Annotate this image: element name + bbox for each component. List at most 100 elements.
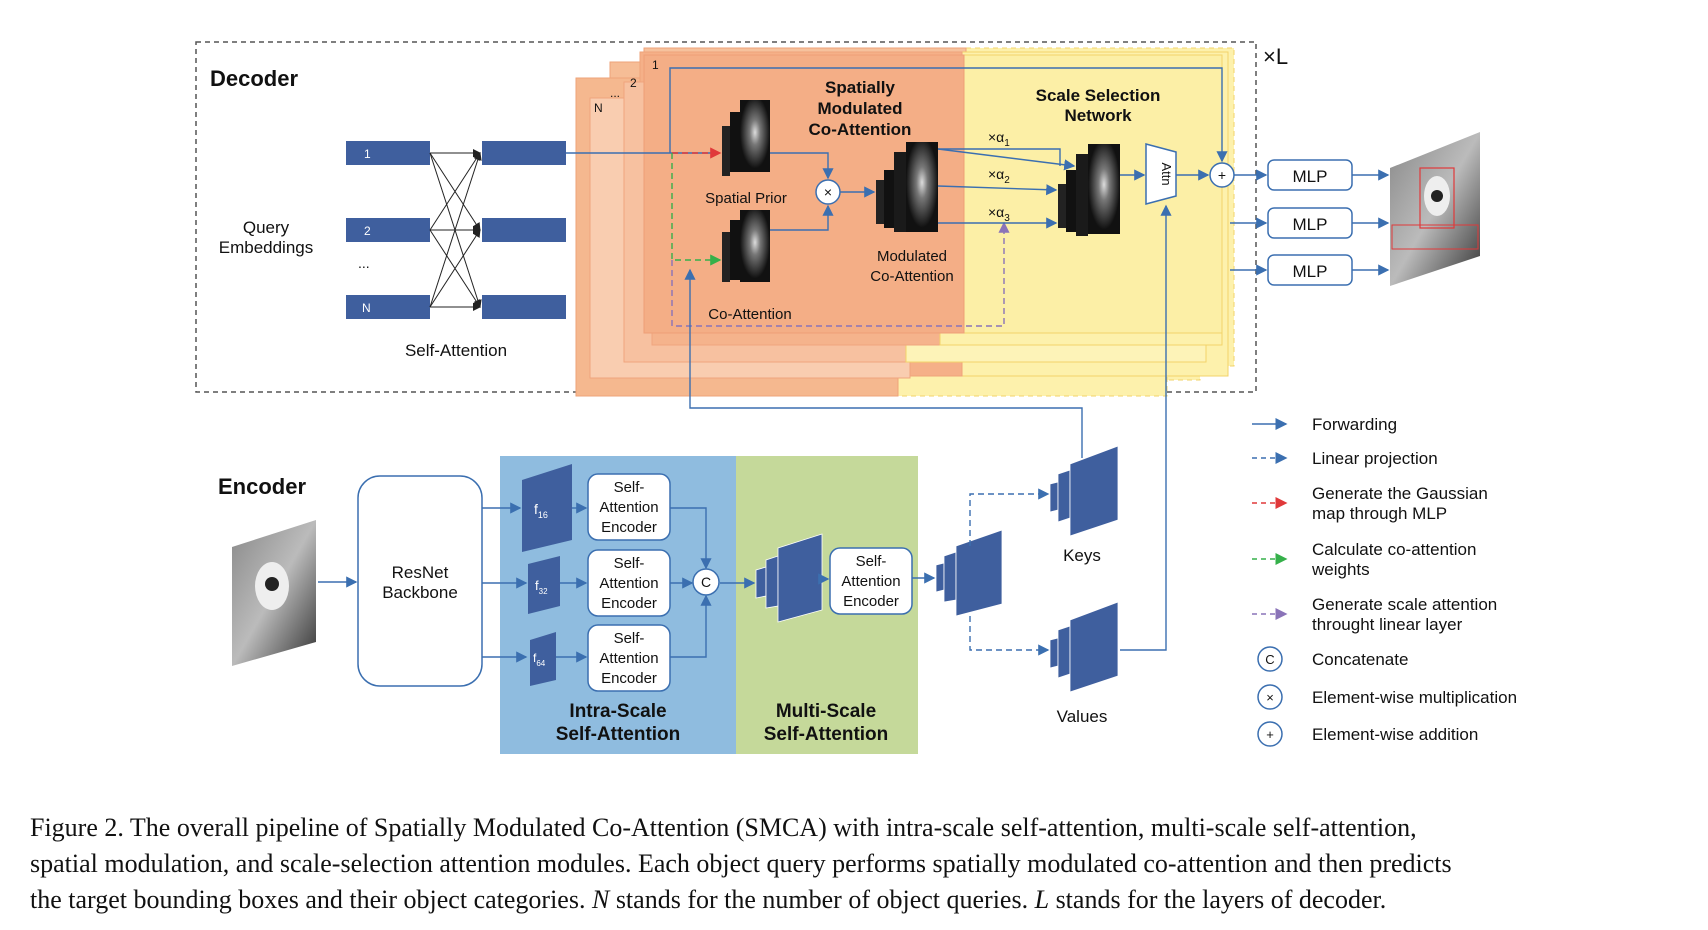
feature-f64 (530, 632, 556, 686)
smca-title-1: Spatially (825, 78, 895, 97)
resnet-label-2: Backbone (382, 583, 458, 602)
multiply-symbol: × (824, 184, 832, 200)
svg-text:Encoder: Encoder (601, 670, 657, 687)
modulated-maps (876, 142, 938, 232)
svg-text:Self-: Self- (856, 553, 887, 570)
alpha-1: ×α1 (988, 129, 1010, 149)
decoder-title: Decoder (210, 66, 298, 91)
smca-title-2: Modulated (818, 99, 903, 118)
mlp-1-label: MLP (1293, 167, 1328, 186)
attn-label: Attn (1159, 162, 1174, 185)
svg-text:Encoder: Encoder (843, 593, 899, 610)
alpha-3: ×α3 (988, 204, 1010, 224)
feature-f16-label: f16 (534, 501, 548, 520)
feature-f32-label: f32 (535, 578, 548, 596)
sa-encoder-3: Self- Attention Encoder (587, 624, 671, 692)
resnet-backbone (357, 475, 483, 687)
svg-text:×: × (1266, 690, 1274, 705)
svg-text:Encoder: Encoder (601, 519, 657, 536)
values-features (1049, 601, 1119, 693)
svg-text:C: C (1265, 652, 1274, 667)
svg-text:Self-: Self- (614, 479, 645, 496)
legend-add: Element-wise addition (1312, 725, 1478, 744)
svg-text:Attention: Attention (599, 575, 658, 592)
legend-gaussian-2: map through MLP (1312, 504, 1447, 523)
legend-concat: Concatenate (1312, 650, 1408, 669)
co-attention-label: Co-Attention (708, 306, 791, 323)
legend: Forwarding Linear projection Generate th… (1252, 415, 1517, 747)
sa-encoder-ms: Self- Attention Encoder (829, 547, 913, 615)
query-token-2-label: 2 (364, 224, 371, 238)
legend-add-swatch (1257, 721, 1283, 747)
svg-text:Encoder: Encoder (601, 595, 657, 612)
query-token-n-label: N (362, 301, 371, 315)
legend-concat-swatch (1257, 646, 1283, 672)
legend-gaussian-1: Generate the Gaussian (1312, 484, 1488, 503)
scale-selected-maps (1058, 144, 1120, 236)
intra-scale-label-2: Self-Attention (556, 724, 681, 745)
add-symbol: + (1218, 167, 1226, 183)
intra-flows (556, 502, 756, 663)
stack-label-n: N (594, 101, 603, 115)
multi-scale-label-1: Multi-Scale (776, 701, 876, 722)
alpha-2: ×α2 (988, 166, 1010, 186)
smca-title-3: Co-Attention (809, 120, 912, 139)
stack-label-dots: ... (610, 86, 620, 100)
query-token-1 (346, 141, 430, 165)
co-attention-maps (722, 210, 770, 282)
output-image (1390, 132, 1480, 286)
legend-scale-2: throught linear layer (1312, 615, 1463, 634)
sa-encoder-1: Self- Attention Encoder (587, 473, 671, 541)
legend-coattn-2: weights (1311, 560, 1370, 579)
multiscale-features (755, 533, 823, 623)
legend-coattn-1: Calculate co-attention (1312, 540, 1476, 559)
feature-f64-label: f64 (533, 651, 546, 668)
resnet-label-1: ResNet (392, 563, 449, 582)
query-token-n (346, 295, 430, 319)
encoder-title: Encoder (218, 474, 306, 499)
decoder-flows (566, 67, 1390, 651)
values-label: Values (1057, 707, 1108, 726)
query-token-dots: ... (358, 255, 370, 271)
self-attention-links (429, 149, 482, 311)
attn-block (1145, 143, 1177, 205)
feature-f16 (522, 464, 572, 552)
concat-op (692, 568, 720, 596)
backbone-flows (482, 502, 528, 663)
caption-line-3: the target bounding boxes and their obje… (30, 885, 1387, 914)
input-image (232, 520, 316, 666)
svg-text:Self-: Self- (614, 555, 645, 572)
sa-encoder-2: Self- Attention Encoder (587, 549, 671, 617)
repeat-label: ×L (1263, 44, 1288, 69)
feature-f32 (528, 556, 560, 614)
spatial-prior-maps (722, 100, 770, 176)
legend-mul: Element-wise multiplication (1312, 688, 1517, 707)
stack-label-2: 2 (630, 76, 637, 90)
query-label-1: Query (243, 218, 290, 237)
svg-text:Attention: Attention (599, 499, 658, 516)
query-tokens: 1 2 ... N (346, 141, 566, 319)
mlp-2-label: MLP (1293, 215, 1328, 234)
legend-forwarding: Forwarding (1312, 415, 1397, 434)
modulated-label-2: Co-Attention (870, 268, 953, 285)
sa-out-2 (482, 218, 566, 242)
keys-label: Keys (1063, 546, 1101, 565)
memory-projections (969, 488, 1050, 656)
scale-title-1: Scale Selection (1036, 86, 1161, 105)
svg-text:+: + (1266, 727, 1274, 742)
legend-linear: Linear projection (1312, 449, 1438, 468)
scale-title-2: Network (1064, 106, 1132, 125)
caption-line-2: spatial modulation, and scale-selection … (30, 849, 1452, 878)
legend-mul-swatch (1257, 684, 1283, 710)
self-attention-label: Self-Attention (405, 341, 507, 360)
svg-text:Self-: Self- (614, 630, 645, 647)
intra-scale-label-1: Intra-Scale (569, 701, 666, 722)
sa-out-n (482, 295, 566, 319)
caption-line-1: Figure 2. The overall pipeline of Spatia… (30, 813, 1417, 842)
query-token-2 (346, 218, 430, 242)
concat-symbol: C (701, 574, 711, 590)
multi-scale-label-2: Self-Attention (764, 724, 889, 745)
legend-scale-1: Generate scale attention (1312, 595, 1497, 614)
sa-out-1 (482, 141, 566, 165)
mlp-3-label: MLP (1293, 262, 1328, 281)
